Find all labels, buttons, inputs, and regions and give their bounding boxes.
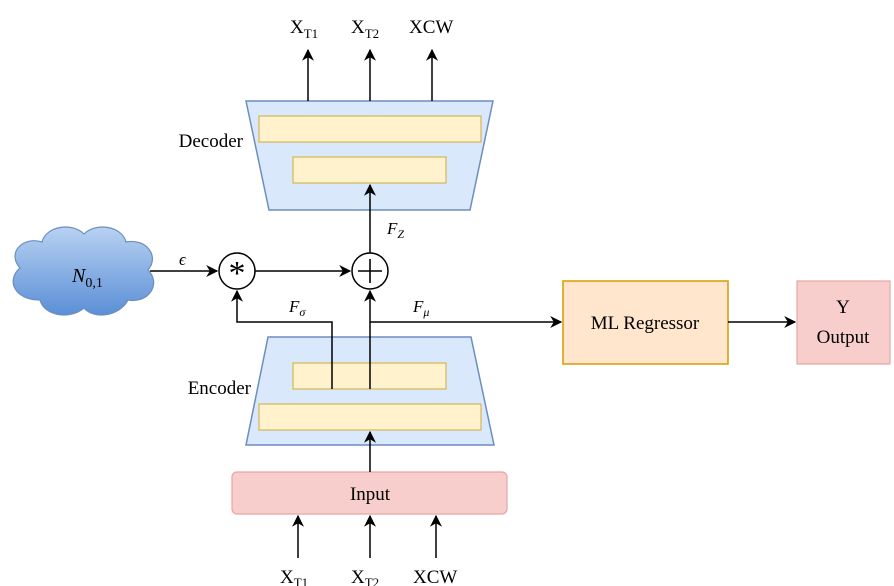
decoder-output-xcw: XCW (409, 17, 453, 38)
regressor-label: ML Regressor (591, 313, 700, 334)
fz-label: FZ (386, 219, 404, 241)
cloud-shape (12, 226, 155, 316)
fsigma-label: Fσ (288, 297, 306, 319)
input-label: Input (350, 484, 391, 505)
noise-label: N0,1 (71, 265, 103, 291)
input-block: Input (231, 471, 508, 515)
epsilon-label: ϵ (179, 250, 187, 269)
encoder: Encoder (188, 336, 495, 446)
output-box (796, 280, 891, 365)
input-arrows (292, 514, 442, 558)
encoder-layer-wide (258, 403, 482, 431)
encoder-to-multiply-arrow (231, 289, 333, 389)
decoder-layer-wide (258, 115, 482, 143)
multiply-node: * (218, 252, 256, 292)
input-xt1: XT1 (280, 567, 308, 586)
ml-regressor: ML Regressor (562, 280, 729, 365)
fmu-label: Fμ (412, 297, 429, 319)
input-xcw: XCW (413, 567, 457, 586)
add-node (351, 252, 389, 290)
output-line2: Output (817, 327, 871, 348)
regressor-box (562, 280, 729, 365)
input-xt2: XT2 (351, 567, 379, 586)
multiply-symbol: * (229, 255, 246, 292)
decoder-output-xt1: XT1 (290, 17, 318, 41)
decoder: Decoder (179, 100, 494, 211)
output-line1: Y (836, 297, 850, 318)
output-block: Y Output (796, 280, 891, 365)
decoder-label: Decoder (179, 131, 244, 152)
encoder-label: Encoder (188, 378, 252, 399)
decoder-output-arrows (302, 48, 438, 101)
noise-cloud: N0,1 (12, 226, 155, 316)
decoder-layer-narrow (292, 156, 447, 184)
decoder-output-xt2: XT2 (351, 17, 379, 41)
